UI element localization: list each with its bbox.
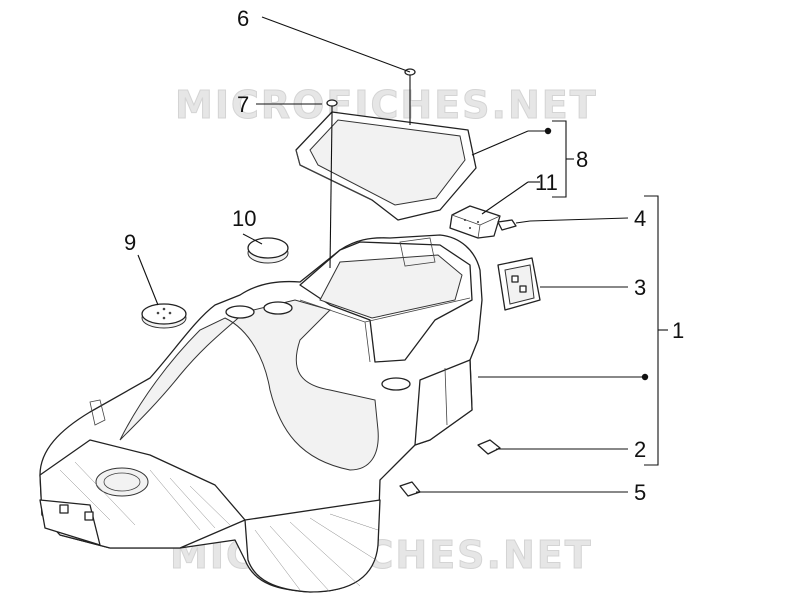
battery-cover-tray bbox=[295, 111, 477, 221]
watermark-top: MICROFICHES.NET bbox=[175, 83, 598, 127]
callout-2: 2 bbox=[634, 437, 646, 462]
callout-6: 6 bbox=[237, 6, 249, 31]
grommet-9 bbox=[141, 303, 187, 329]
rivet-4 bbox=[497, 219, 531, 231]
callout-7: 7 bbox=[237, 92, 249, 117]
callout-1: 1 bbox=[672, 318, 684, 343]
callout-9: 9 bbox=[124, 230, 136, 255]
callout-4: 4 bbox=[634, 206, 646, 231]
clip-2 bbox=[477, 439, 501, 455]
bracket-3 bbox=[497, 257, 541, 311]
callout-5: 5 bbox=[634, 480, 646, 505]
helmet-compartment-body bbox=[39, 234, 483, 593]
callout-10: 10 bbox=[232, 206, 256, 231]
leader-lines bbox=[137, 16, 668, 493]
foam-pad-11 bbox=[449, 205, 501, 239]
clip-5 bbox=[399, 481, 421, 497]
cap-10 bbox=[247, 237, 289, 264]
screw-7 bbox=[326, 99, 338, 116]
callout-8: 8 bbox=[576, 147, 588, 172]
callout-3: 3 bbox=[634, 275, 646, 300]
callout-11: 11 bbox=[535, 170, 558, 195]
